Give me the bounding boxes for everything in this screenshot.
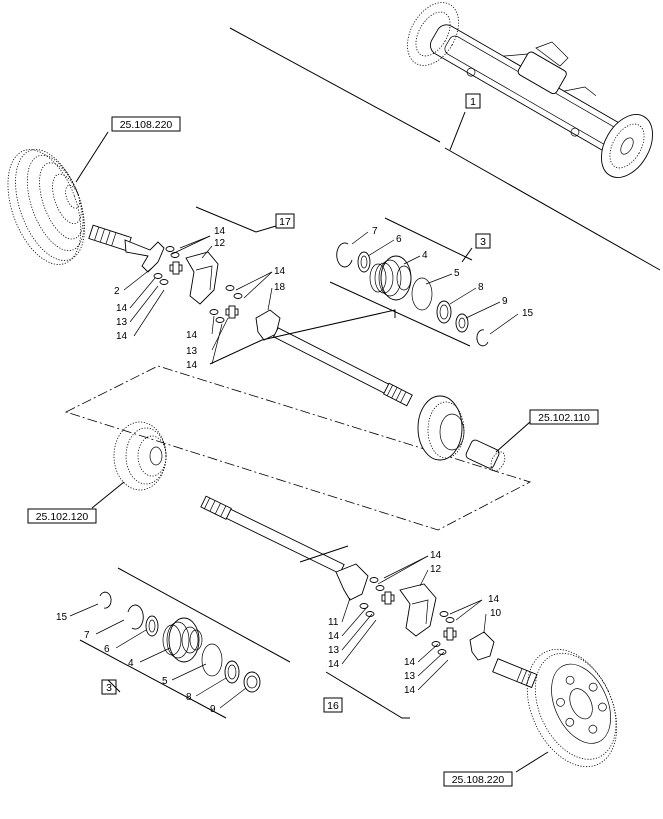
callout-5: 5 — [162, 676, 168, 687]
reference-25-102-120-text: 25.102.120 — [36, 511, 89, 523]
callout-6: 6 — [396, 234, 402, 245]
callout-14: 14 — [274, 266, 286, 277]
axle-assembly-illustration — [229, 2, 661, 271]
callout-5: 5 — [454, 268, 460, 279]
callout-14: 14 — [186, 360, 198, 371]
callout-13: 13 — [328, 645, 340, 656]
center-section-plane — [64, 365, 532, 531]
group-label-3-bottom-text: 3 — [106, 682, 112, 694]
group-label-1-text: 1 — [470, 96, 476, 108]
group-label-16-text: 16 — [327, 700, 339, 712]
reference-25-108-220-bottom-text: 25.108.220 — [452, 774, 505, 786]
callout-13: 13 — [404, 671, 416, 682]
reference-25-102-110-text: 25.102.110 — [538, 412, 590, 424]
callout-14: 14 — [116, 331, 128, 342]
callout-6: 6 — [104, 644, 110, 655]
callout-14: 14 — [214, 226, 226, 237]
callout-8: 8 — [186, 692, 192, 703]
callout-2: 2 — [114, 286, 120, 297]
reference-25-102-120[interactable]: 25.102.120 — [27, 481, 125, 524]
group-label-1: 1 — [449, 93, 481, 151]
wheel-hub-top-left — [7, 149, 85, 265]
bottom-seal-callouts: 15 7 6 4 5 8 9 — [56, 603, 247, 715]
callout-14: 14 — [186, 330, 198, 341]
bottom-bearing — [162, 617, 203, 663]
group-label-3-top-text: 3 — [480, 236, 486, 248]
top-seal-group — [329, 217, 489, 347]
wheel-hub-bottom-right — [526, 648, 618, 768]
callout-14: 14 — [328, 631, 340, 642]
callout-14: 14 — [488, 594, 500, 605]
reference-25-108-220-top[interactable]: 25.108.220 — [75, 116, 181, 183]
callout-4: 4 — [422, 250, 428, 261]
bottom-shaft-assembly — [200, 495, 538, 719]
top-shaft-callouts: 14 12 2 14 13 14 14 18 14 13 14 — [114, 226, 286, 371]
bottom-seal-group — [79, 567, 291, 719]
group-label-3-bottom: 3 — [101, 679, 121, 695]
group-label-17-text: 17 — [279, 216, 291, 228]
callout-15: 15 — [522, 308, 534, 319]
differential-housing — [417, 395, 506, 472]
callout-13: 13 — [186, 346, 198, 357]
reference-25-108-220-top-text: 25.108.220 — [120, 119, 173, 131]
reference-25-108-220-bottom[interactable]: 25.108.220 — [443, 751, 549, 787]
callout-9: 9 — [210, 704, 216, 715]
callout-7: 7 — [372, 226, 378, 237]
group-label-3-top: 3 — [461, 233, 491, 263]
callout-14: 14 — [116, 303, 128, 314]
callout-10: 10 — [490, 608, 502, 619]
top-bearing — [369, 255, 412, 301]
callout-14: 14 — [328, 659, 340, 670]
callout-8: 8 — [478, 282, 484, 293]
reference-25-102-110[interactable]: 25.102.110 — [495, 409, 599, 453]
callout-14: 14 — [404, 657, 416, 668]
callout-11: 11 — [328, 617, 339, 628]
callout-14: 14 — [430, 550, 442, 561]
callout-14: 14 — [404, 685, 416, 696]
group-label-16: 16 — [323, 697, 343, 713]
top-shaft-assembly — [88, 206, 413, 407]
callout-18: 18 — [274, 282, 286, 293]
callout-12: 12 — [214, 238, 226, 249]
callout-13: 13 — [116, 317, 128, 328]
callout-12: 12 — [430, 564, 442, 575]
planetary-hub — [113, 421, 167, 491]
callout-9: 9 — [502, 296, 508, 307]
top-seal-callouts: 7 6 4 5 8 9 15 — [351, 226, 534, 335]
bottom-shaft-callouts: 14 12 14 10 11 14 13 14 14 13 14 — [328, 550, 502, 696]
callout-15: 15 — [56, 612, 68, 623]
callout-7: 7 — [84, 630, 90, 641]
callout-4: 4 — [128, 658, 134, 669]
group-label-17: 17 — [275, 213, 295, 229]
